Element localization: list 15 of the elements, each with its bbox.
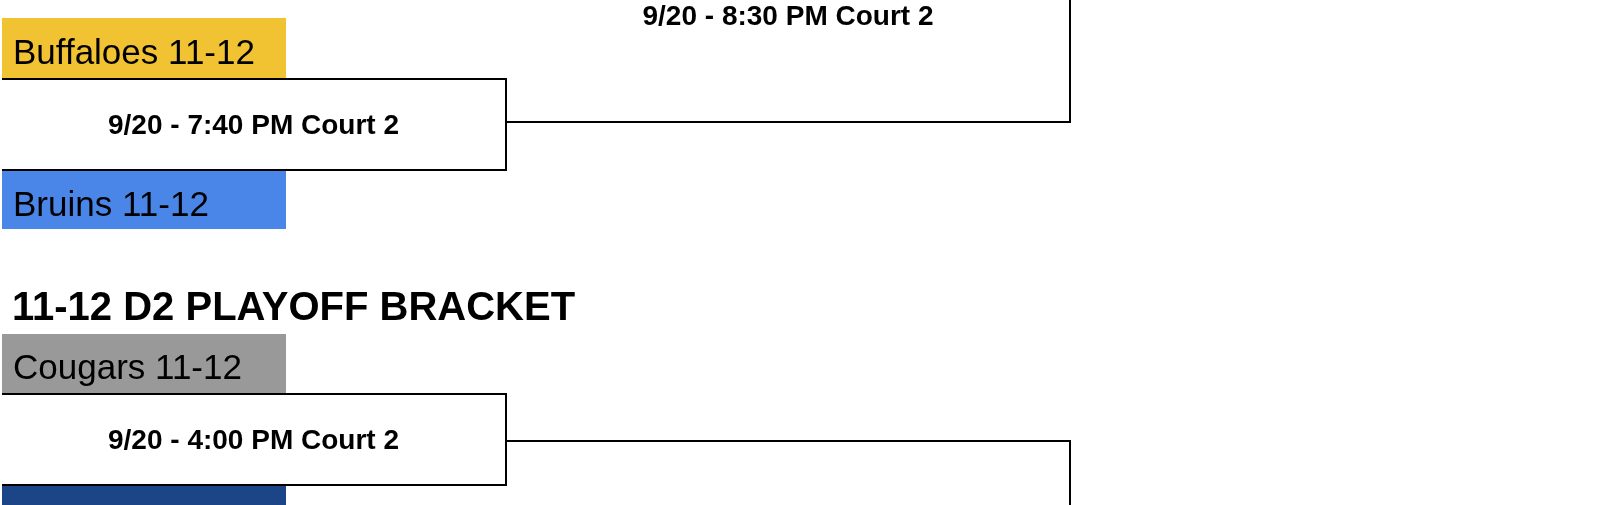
team-box xyxy=(2,171,286,229)
match-box xyxy=(2,78,507,171)
match-box xyxy=(507,440,1071,505)
team-name: Bruins 11-12 xyxy=(13,185,209,221)
team-name: Cougars 11-12 xyxy=(13,349,242,384)
match-box xyxy=(507,0,1071,123)
match-time: 9/20 - 4:00 PM Court 2 xyxy=(108,425,399,454)
team-name: Buffaloes 11-12 xyxy=(13,33,255,69)
team-box xyxy=(2,486,286,505)
match-box xyxy=(2,393,507,486)
bracket-heading: 11-12 D2 PLAYOFF BRACKET xyxy=(12,286,576,326)
team-box xyxy=(2,334,286,393)
team-box xyxy=(2,18,286,78)
match-time: 9/20 - 7:40 PM Court 2 xyxy=(108,110,399,139)
match-time: 9/20 - 8:30 PM Court 2 xyxy=(642,2,934,30)
